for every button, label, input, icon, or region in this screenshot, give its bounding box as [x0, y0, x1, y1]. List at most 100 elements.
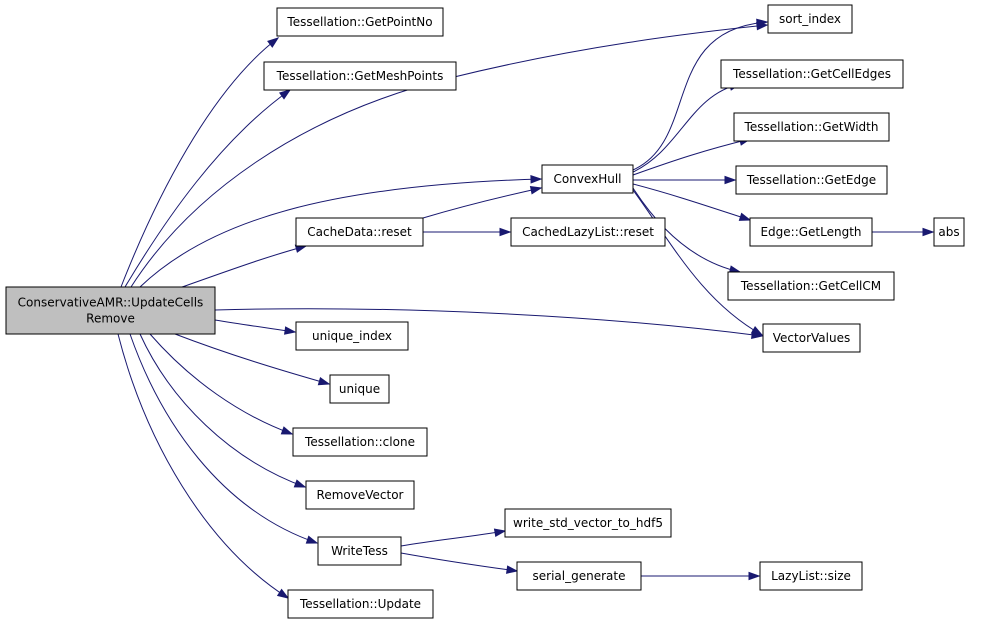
call-graph-nodes: ConservativeAMR::UpdateCellsRemoveTessel… [5, 4, 965, 619]
edge-line [181, 245, 307, 288]
edge-convexhull-to-edge_getlength [632, 183, 752, 221]
edge-root-to-getmeshpoints [124, 89, 292, 288]
node-sort-index[interactable]: sort_index [767, 4, 853, 34]
node-box [295, 321, 409, 351]
node-getpointno[interactable]: Tessellation::GetPointNo [276, 7, 444, 37]
edge-writetess-to-write_std_vector [400, 528, 507, 547]
node-box [516, 561, 642, 591]
node-getcellcm[interactable]: Tessellation::GetCellCM [727, 271, 895, 301]
node-writetess[interactable]: WriteTess [317, 536, 402, 566]
node-label: Remove [86, 312, 135, 326]
node-abs[interactable]: abs [933, 217, 965, 247]
node-getwidth[interactable]: Tessellation::GetWidth [733, 112, 890, 142]
node-box [276, 7, 444, 37]
edge-line [124, 89, 291, 288]
edge-line [120, 37, 279, 288]
edge-root-to-update [117, 333, 290, 599]
edge-writetess-to-serial_generate [400, 552, 519, 574]
edge-line [632, 187, 741, 273]
node-box [305, 480, 415, 510]
edge-line [632, 21, 768, 171]
arrowhead-icon [530, 175, 543, 184]
node-label: Tessellation::Update [299, 597, 421, 611]
edge-root-to-removevector [139, 333, 307, 488]
edge-convexhull-to-sort_index [632, 18, 769, 171]
edge-cachedata_reset-to-convexhull [422, 186, 543, 219]
node-label: write_std_vector_to_hdf5 [513, 516, 663, 530]
edge-line [400, 530, 506, 547]
node-label: unique_index [312, 329, 392, 343]
edge-root-to-unique_index [214, 319, 297, 335]
node-box [727, 271, 895, 301]
node-label: LazyList::size [771, 569, 851, 583]
node-lazylist-size[interactable]: LazyList::size [759, 561, 863, 591]
arrowhead-icon [280, 426, 294, 435]
node-box [329, 374, 390, 404]
edge-line [139, 178, 542, 288]
edge-line [117, 333, 289, 599]
edge-serial_generate-to-lazylist_size [641, 571, 761, 581]
node-box [287, 589, 434, 619]
node-label: Tessellation::GetMeshPoints [276, 69, 444, 83]
node-removevector[interactable]: RemoveVector [305, 480, 415, 510]
node-serial-generate[interactable]: serial_generate [516, 561, 642, 591]
node-label: VectorValues [773, 331, 850, 345]
node-cachedlazylist-reset[interactable]: CachedLazyList::reset [510, 217, 666, 247]
node-unique[interactable]: unique [329, 374, 390, 404]
node-unique-index[interactable]: unique_index [295, 321, 409, 351]
node-label: abs [938, 225, 959, 239]
node-box [541, 164, 634, 194]
edge-line [422, 187, 542, 219]
arrowhead-icon [267, 37, 280, 48]
node-box [749, 217, 873, 247]
node-label: Tessellation::GetPointNo [286, 15, 432, 29]
node-write-std-vector[interactable]: write_std_vector_to_hdf5 [504, 508, 672, 538]
arrowhead-icon [506, 565, 519, 574]
node-box [504, 508, 672, 538]
edge-line [214, 319, 296, 333]
arrowhead-icon [756, 18, 769, 28]
node-edge-getlength[interactable]: Edge::GetLength [749, 217, 873, 247]
node-cachedata-reset[interactable]: CacheData::reset [295, 217, 424, 247]
node-convexhull[interactable]: ConvexHull [541, 164, 634, 194]
node-update[interactable]: Tessellation::Update [287, 589, 434, 619]
node-label: Edge::GetLength [760, 225, 861, 239]
node-box [295, 217, 424, 247]
node-label: ConservativeAMR::UpdateCells [18, 296, 204, 310]
edge-edge_getlength-to-abs [871, 227, 935, 237]
edge-root-to-convexhull [139, 175, 543, 288]
edge-root-to-unique [174, 333, 331, 386]
edge-line [400, 552, 518, 572]
node-vectorvalues[interactable]: VectorValues [762, 323, 861, 353]
arrowhead-icon [922, 227, 935, 237]
edge-convexhull-to-getwidth [632, 137, 752, 176]
node-label: RemoveVector [317, 488, 404, 502]
node-label: WriteTess [331, 544, 388, 558]
node-box [720, 59, 904, 89]
edge-root-to-writetess [129, 333, 319, 544]
node-label: ConvexHull [554, 172, 622, 186]
node-box [5, 286, 216, 335]
arrowhead-icon [278, 89, 292, 100]
edge-line [632, 183, 751, 221]
node-box [735, 165, 888, 195]
node-box [292, 427, 428, 457]
edge-convexhull-to-vectorvalues [632, 189, 764, 336]
arrowhead-icon [305, 535, 319, 544]
arrowhead-icon [499, 227, 512, 237]
node-box [733, 112, 890, 142]
edge-line [149, 333, 293, 435]
node-getcelledges[interactable]: Tessellation::GetCellEdges [720, 59, 904, 89]
node-label: sort_index [779, 12, 841, 26]
arrowhead-icon [750, 326, 764, 336]
node-getedge[interactable]: Tessellation::GetEdge [735, 165, 888, 195]
arrowhead-icon [529, 186, 543, 195]
edge-line [139, 333, 306, 488]
node-getmeshpoints[interactable]: Tessellation::GetMeshPoints [263, 61, 457, 91]
node-label: Tessellation::GetCellEdges [732, 67, 891, 81]
edge-root-to-cachedata_reset [181, 244, 308, 288]
edge-root-to-clone [149, 333, 294, 435]
node-clone[interactable]: Tessellation::clone [292, 427, 428, 457]
edge-cachedata_reset-to-cachedlazylist_reset [422, 227, 512, 237]
